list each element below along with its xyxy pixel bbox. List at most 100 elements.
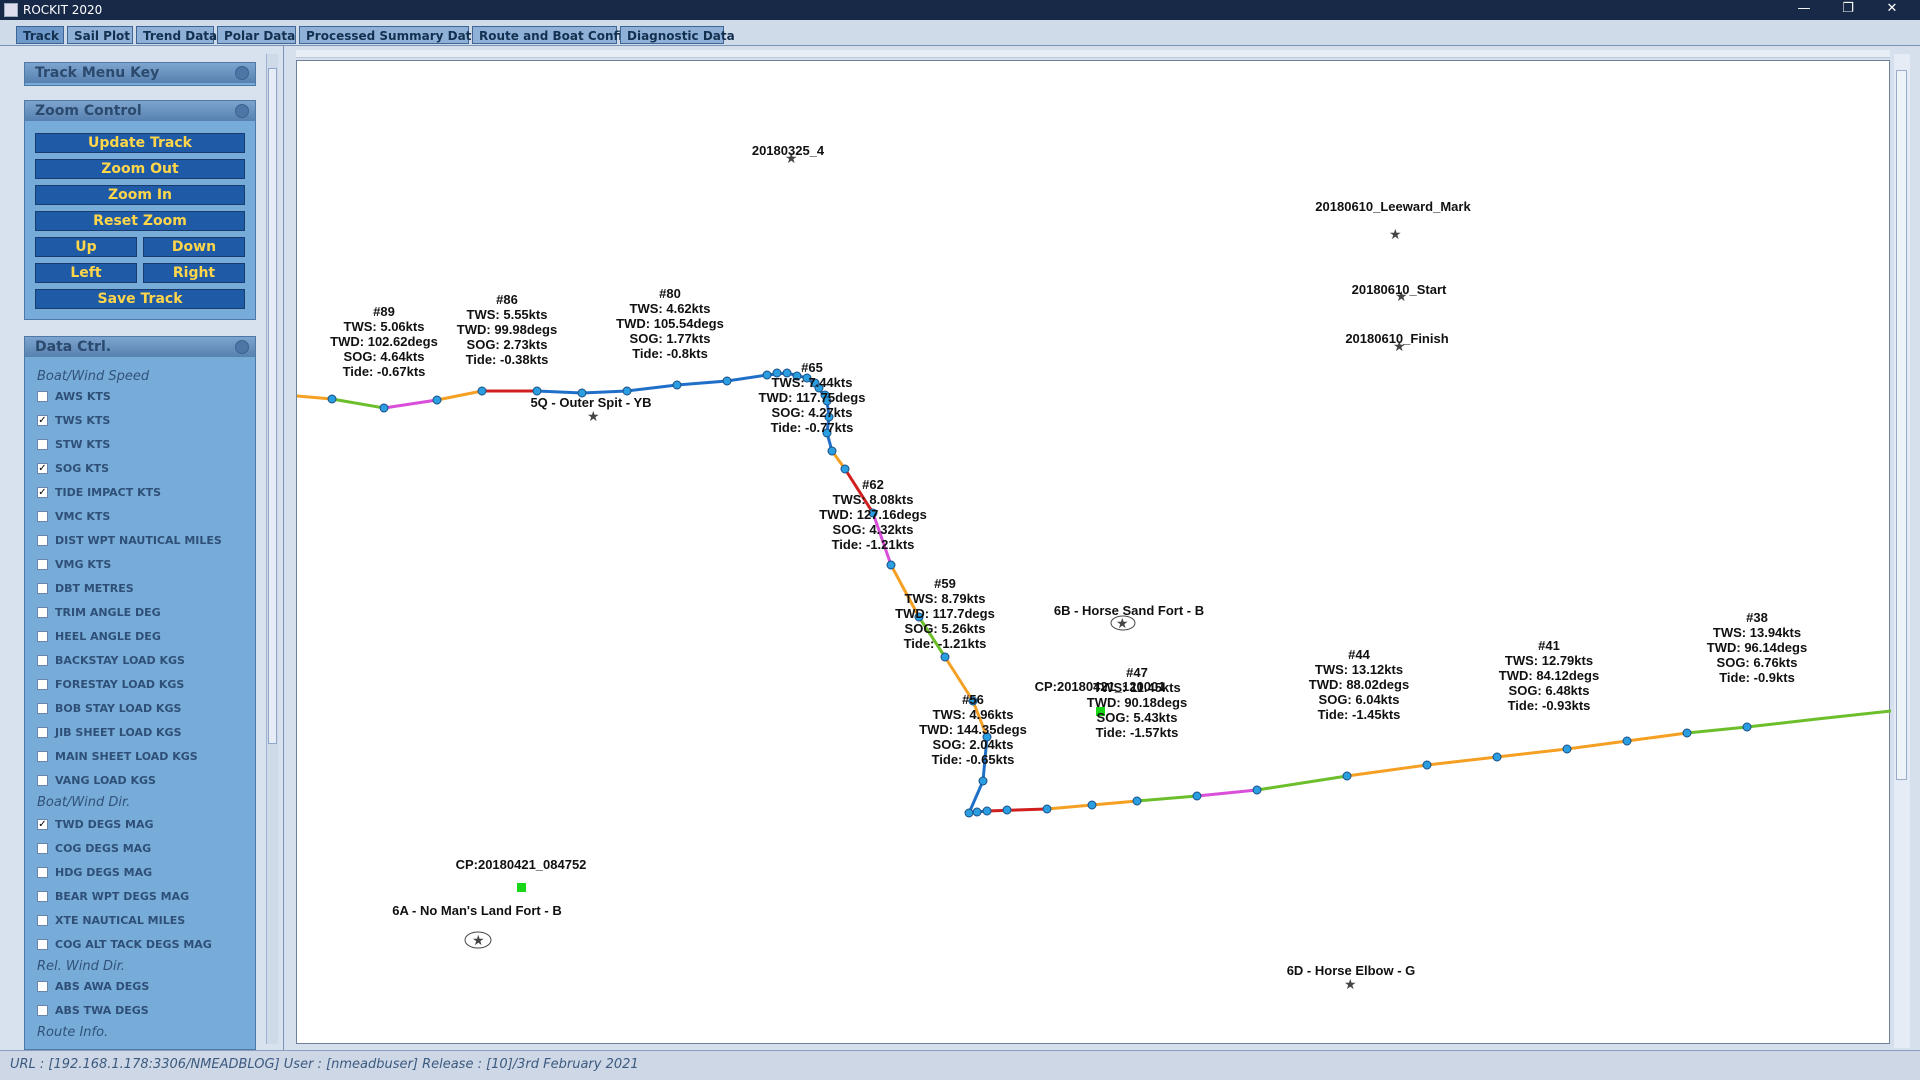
checkbox-box[interactable]: ✓: [37, 463, 48, 474]
track-point-icon[interactable]: [964, 808, 974, 818]
track-menu-key-header[interactable]: Track Menu Key: [25, 63, 255, 83]
tab-track[interactable]: Track: [16, 26, 64, 44]
checkbox-box[interactable]: ✓: [37, 415, 48, 426]
tab-diagnostic-data[interactable]: Diagnostic Data: [620, 26, 735, 44]
vertical-scrollbar[interactable]: [1894, 54, 1910, 1048]
checkbox-box[interactable]: ✓: [37, 487, 48, 498]
zoom-in-button[interactable]: Zoom In: [35, 185, 245, 205]
checkbox-box[interactable]: [37, 727, 48, 738]
track-point-icon[interactable]: [1342, 771, 1352, 781]
collapse-icon[interactable]: [235, 66, 249, 80]
track-point-icon[interactable]: [1002, 805, 1012, 815]
reset-zoom-button[interactable]: Reset Zoom: [35, 211, 245, 231]
checkbox-box[interactable]: [37, 775, 48, 786]
update-track-button[interactable]: Update Track: [35, 133, 245, 153]
track-point-icon[interactable]: [1192, 791, 1202, 801]
save-track-button[interactable]: Save Track: [35, 289, 245, 309]
checkbox-box[interactable]: [37, 655, 48, 666]
checkbox-box[interactable]: [37, 703, 48, 714]
checkbox-box[interactable]: [37, 981, 48, 992]
checkbox-box[interactable]: [37, 391, 48, 402]
track-point-icon[interactable]: [827, 446, 837, 456]
checkbox-box[interactable]: [37, 1005, 48, 1016]
right-button[interactable]: Right: [143, 263, 245, 283]
checkbox-box[interactable]: [37, 439, 48, 450]
track-line: [297, 371, 1891, 815]
track-point-icon[interactable]: [868, 508, 878, 518]
track-point-icon[interactable]: [982, 806, 992, 816]
checkbox-box[interactable]: [37, 679, 48, 690]
vertical-scroll-thumb[interactable]: [1896, 70, 1907, 780]
sidebar-scroll-thumb[interactable]: [268, 68, 277, 744]
track-point-icon[interactable]: [722, 376, 732, 386]
track-point-icon[interactable]: [1422, 760, 1432, 770]
tab-trend-data[interactable]: Trend Data: [136, 26, 217, 44]
checkbox-box[interactable]: [37, 607, 48, 618]
track-point-icon[interactable]: [477, 386, 487, 396]
track-point-icon[interactable]: [327, 394, 337, 404]
minimize-icon[interactable]: —: [1797, 1, 1811, 16]
sidebar-scrollbar[interactable]: [266, 54, 278, 1044]
horizontal-scrollbar[interactable]: [296, 50, 1890, 58]
track-point-icon[interactable]: [840, 464, 850, 474]
checkbox-box[interactable]: [37, 583, 48, 594]
track-point-icon[interactable]: [982, 732, 992, 742]
track-point-icon[interactable]: [802, 373, 812, 383]
up-button[interactable]: Up: [35, 237, 137, 257]
checkbox-box[interactable]: [37, 535, 48, 546]
track-point-icon[interactable]: [792, 371, 802, 381]
zoom-out-button[interactable]: Zoom Out: [35, 159, 245, 179]
track-point-icon[interactable]: [914, 612, 924, 622]
track-point-icon[interactable]: [622, 386, 632, 396]
track-point-icon[interactable]: [972, 807, 982, 817]
track-point-icon[interactable]: [1087, 800, 1097, 810]
collapse-icon[interactable]: [235, 340, 249, 354]
checkbox-box[interactable]: ✓: [37, 819, 48, 830]
data-ctrl-header[interactable]: Data Ctrl.: [25, 337, 255, 357]
track-point-icon[interactable]: [940, 652, 950, 662]
track-point-icon[interactable]: [782, 368, 792, 378]
track-point-icon[interactable]: [1562, 744, 1572, 754]
track-point-icon[interactable]: [532, 386, 542, 396]
track-point-icon[interactable]: [1132, 796, 1142, 806]
checkbox-box[interactable]: [37, 939, 48, 950]
track-point-icon[interactable]: [814, 383, 824, 393]
left-button[interactable]: Left: [35, 263, 137, 283]
checkbox-box[interactable]: [37, 751, 48, 762]
track-point-icon[interactable]: [772, 368, 782, 378]
track-point-icon[interactable]: [1252, 785, 1262, 795]
down-button[interactable]: Down: [143, 237, 245, 257]
checkbox-box[interactable]: [37, 915, 48, 926]
checkbox-box[interactable]: [37, 559, 48, 570]
tab-polar-data[interactable]: Polar Data: [217, 26, 296, 44]
track-point-icon[interactable]: [762, 370, 772, 380]
track-point-icon[interactable]: [822, 428, 832, 438]
track-point-icon[interactable]: [886, 560, 896, 570]
track-point-icon[interactable]: [978, 776, 988, 786]
collapse-icon[interactable]: [235, 104, 249, 118]
track-point-icon[interactable]: [1742, 722, 1752, 732]
zoom-control-header[interactable]: Zoom Control: [25, 101, 255, 121]
track-point-icon[interactable]: [824, 412, 834, 422]
track-point-icon[interactable]: [577, 388, 587, 398]
track-point-icon[interactable]: [822, 396, 832, 406]
track-point-icon[interactable]: [1042, 804, 1052, 814]
checkbox-box[interactable]: [37, 631, 48, 642]
restore-icon[interactable]: ❐: [1842, 1, 1854, 16]
checkbox-box[interactable]: [37, 867, 48, 878]
track-point-icon[interactable]: [379, 403, 389, 413]
checkbox-box[interactable]: [37, 843, 48, 854]
track-map[interactable]: ★ ★ ★ ★ ★ ★ ★ ★ 20180325_4 20180610_Leew…: [296, 60, 1891, 1044]
tab-route-and-boat-config[interactable]: Route and Boat Config: [472, 26, 631, 44]
track-point-icon[interactable]: [968, 696, 978, 706]
track-point-icon[interactable]: [1682, 728, 1692, 738]
track-point-icon[interactable]: [1492, 752, 1502, 762]
tab-processed-summary-data[interactable]: Processed Summary Data: [299, 26, 480, 44]
checkbox-box[interactable]: [37, 891, 48, 902]
checkbox-box[interactable]: [37, 511, 48, 522]
close-icon[interactable]: ✕: [1886, 1, 1898, 16]
track-point-icon[interactable]: [672, 380, 682, 390]
track-point-icon[interactable]: [1622, 736, 1632, 746]
tab-sail-plot[interactable]: Sail Plot: [67, 26, 133, 44]
track-point-icon[interactable]: [432, 395, 442, 405]
